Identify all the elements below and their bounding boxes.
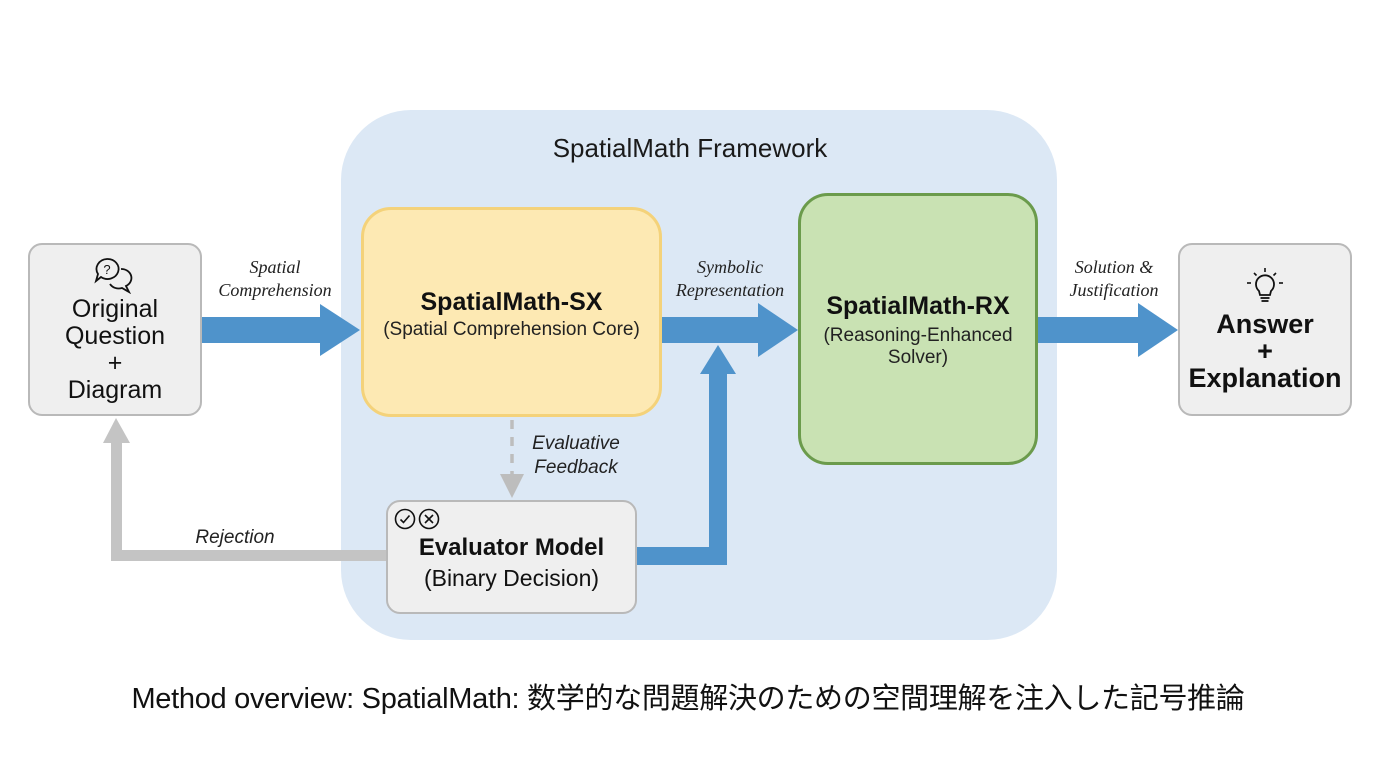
arrow-rejection — [103, 418, 387, 561]
input-plus: + — [107, 348, 123, 377]
label-line: Evaluative — [532, 433, 620, 454]
output-node: Answer + Explanation — [1178, 243, 1352, 416]
input-line-3: Diagram — [67, 375, 163, 404]
evaluator-title: Evaluator Model — [418, 534, 605, 561]
evaluator-subtitle: (Binary Decision) — [423, 565, 600, 591]
label-solution-justification: Solution & Justification — [1046, 256, 1182, 302]
arrow-evaluator-accept — [637, 345, 736, 565]
input-node: ? Original Question + Diagram — [28, 243, 202, 416]
label-line: Representation — [675, 280, 785, 300]
check-circle-icon — [394, 508, 416, 530]
input-line-2: Question — [64, 321, 166, 350]
rx-title: SpatialMath-RX — [826, 292, 1010, 320]
x-circle-icon — [418, 508, 440, 530]
output-line-2: Explanation — [1188, 363, 1342, 393]
input-line-1: Original — [71, 294, 159, 323]
rx-subtitle-line-2: Solver) — [887, 347, 949, 368]
spatialmath-rx-node: SpatialMath-RX (Reasoning-Enhanced Solve… — [798, 193, 1038, 465]
label-line: Justification — [1069, 280, 1159, 300]
sx-subtitle: (Spatial Comprehension Core) — [383, 319, 640, 340]
sx-title: SpatialMath-SX — [420, 288, 603, 316]
label-line: Solution & — [1074, 257, 1154, 277]
label-spatial-comprehension: Spatial Comprehension — [205, 256, 345, 302]
arrow-solution-justification — [1038, 303, 1178, 357]
arrow-symbolic-representation — [662, 303, 798, 357]
label-line: Feedback — [534, 457, 618, 478]
framework-title: SpatialMath Framework — [552, 133, 828, 163]
spatialmath-sx-node: SpatialMath-SX (Spatial Comprehension Co… — [361, 207, 662, 417]
label-symbolic-representation: Symbolic Representation — [662, 256, 798, 302]
question-chat-bubbles-icon: ? — [94, 257, 133, 294]
label-line: Comprehension — [218, 280, 332, 300]
evaluator-node: Evaluator Model (Binary Decision) — [386, 500, 637, 614]
lightbulb-icon — [1247, 268, 1283, 302]
arrow-evaluative-feedback — [500, 420, 524, 498]
arrow-spatial-comprehension — [202, 304, 360, 356]
label-evaluative-feedback: Evaluative Feedback — [518, 432, 634, 480]
label-rejection: Rejection — [195, 527, 275, 548]
evaluator-icons — [394, 508, 440, 530]
svg-text:?: ? — [103, 262, 110, 277]
rx-subtitle-line-1: (Reasoning-Enhanced — [823, 325, 1013, 346]
label-line: Symbolic — [697, 257, 763, 277]
figure-caption: Method overview: SpatialMath: 数学的な問題解決のた… — [131, 683, 1245, 715]
output-plus: + — [1257, 336, 1273, 366]
label-line: Spatial — [249, 257, 301, 277]
output-line-1: Answer — [1216, 309, 1314, 339]
